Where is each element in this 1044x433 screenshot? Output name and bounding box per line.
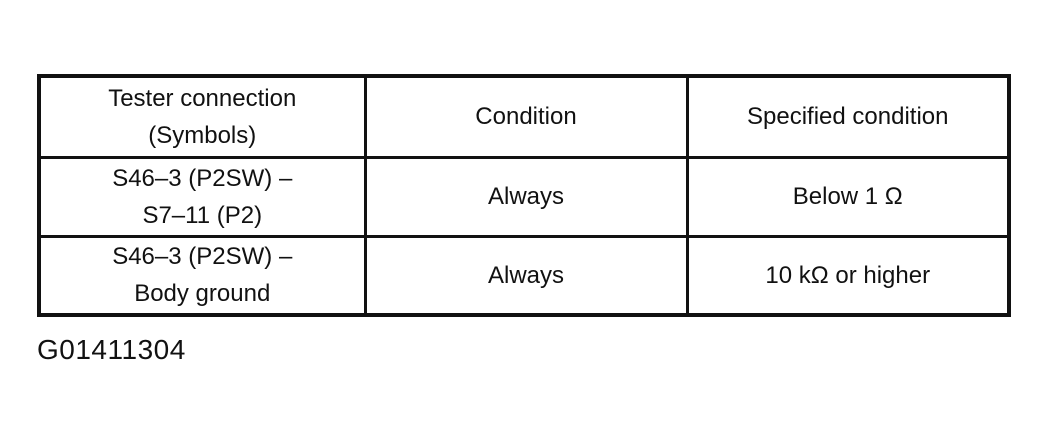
header-cell-tester-connection: Tester connection (Symbols) <box>37 74 367 159</box>
cell-tester-connection: S46–3 (P2SW) – Body ground <box>37 234 367 317</box>
cell-condition: Always <box>363 234 689 317</box>
resistance-spec-table: Tester connection (Symbols) Condition Sp… <box>37 74 1011 317</box>
cell-specified-condition: 10 kΩ or higher <box>685 234 1011 317</box>
cell-condition: Always <box>363 155 689 238</box>
header-cell-condition: Condition <box>363 74 689 159</box>
figure-id-label: G01411304 <box>37 334 186 365</box>
table-row: S46–3 (P2SW) – S7–11 (P2) Always Below 1… <box>37 155 1011 238</box>
table-row: S46–3 (P2SW) – Body ground Always 10 kΩ … <box>37 234 1011 317</box>
header-cell-specified-condition: Specified condition <box>685 74 1011 159</box>
cell-tester-connection: S46–3 (P2SW) – S7–11 (P2) <box>37 155 367 238</box>
cell-specified-condition: Below 1 Ω <box>685 155 1011 238</box>
table-header-row: Tester connection (Symbols) Condition Sp… <box>37 74 1011 159</box>
